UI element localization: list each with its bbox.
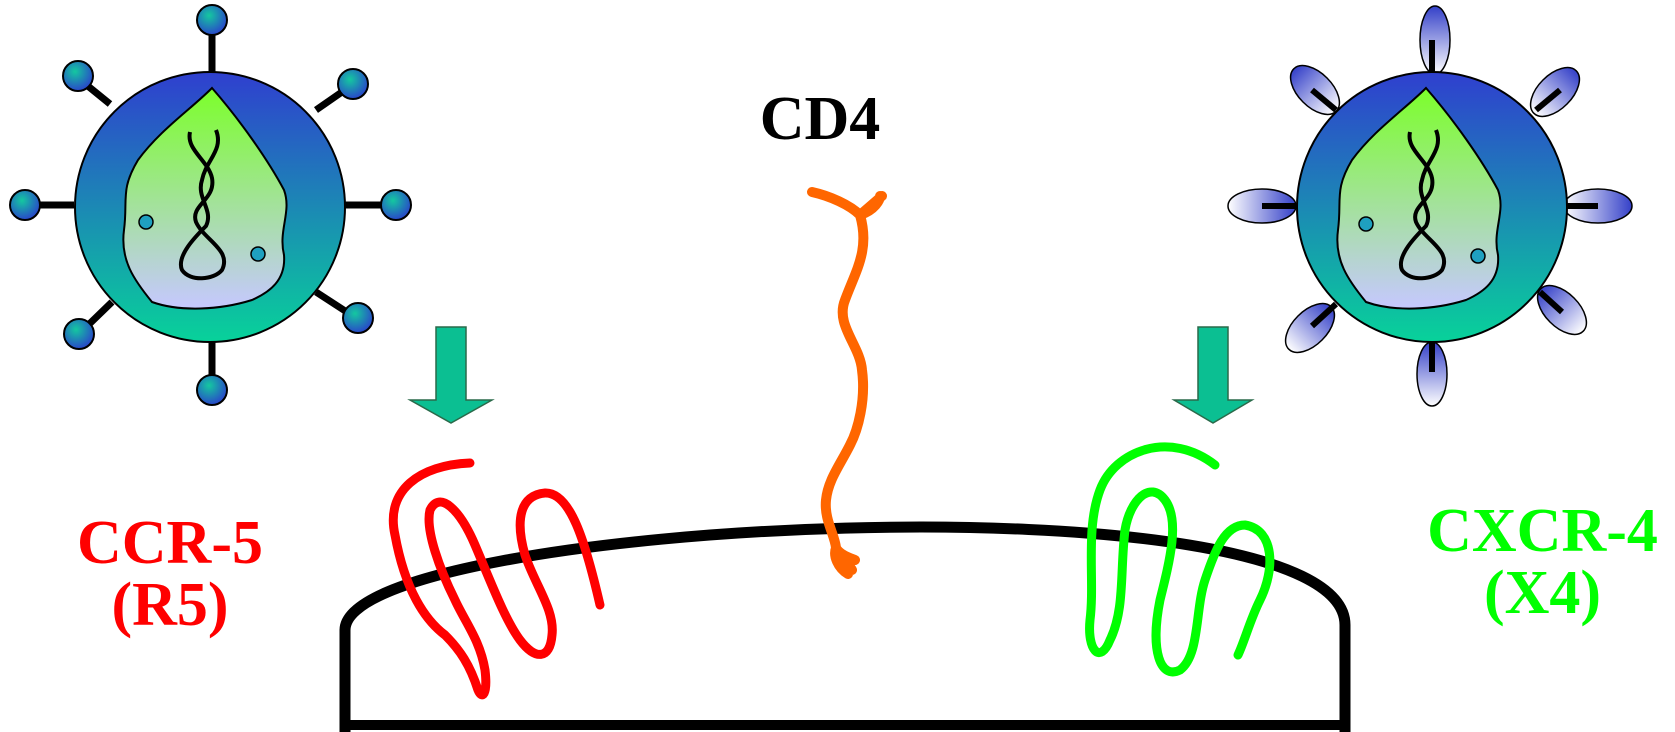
x4-virus xyxy=(1227,5,1633,407)
cd4-label-text: CD4 xyxy=(759,85,881,153)
cxcr4-receptor xyxy=(1085,442,1275,677)
cxcr4-label-name: CXCR-4 xyxy=(1427,497,1658,565)
x4-virus-enzyme xyxy=(1470,248,1486,264)
r5-virus-spikes xyxy=(26,20,395,388)
ccr5-label: CCR-5 (R5) xyxy=(40,512,300,636)
ccr5-receptor xyxy=(388,458,605,700)
cd4-label: CD4 xyxy=(720,88,920,150)
x4-virus-stalks xyxy=(1262,40,1598,372)
cd4-receptor xyxy=(807,187,887,579)
r5-virus xyxy=(9,4,412,406)
x4-virus-rna xyxy=(1398,129,1447,281)
cxcr4-label-abbrev: (X4) xyxy=(1483,559,1602,627)
r5-virus-enzyme xyxy=(138,214,154,230)
r5-virus-knobs xyxy=(9,4,412,406)
r5-virus-rna xyxy=(178,129,227,281)
ccr5-label-abbrev: (R5) xyxy=(111,571,229,639)
x4-virus-capsid xyxy=(1336,86,1502,310)
host-cell-membrane xyxy=(339,521,1351,732)
ccr5-label-name: CCR-5 xyxy=(77,509,263,577)
x4-binding-arrow xyxy=(1171,326,1255,424)
x4-virus-enzyme xyxy=(1358,216,1374,232)
r5-binding-arrow xyxy=(407,326,495,424)
r5-virus-enzyme xyxy=(250,246,266,262)
cxcr4-label: CXCR-4 (X4) xyxy=(1410,500,1675,624)
